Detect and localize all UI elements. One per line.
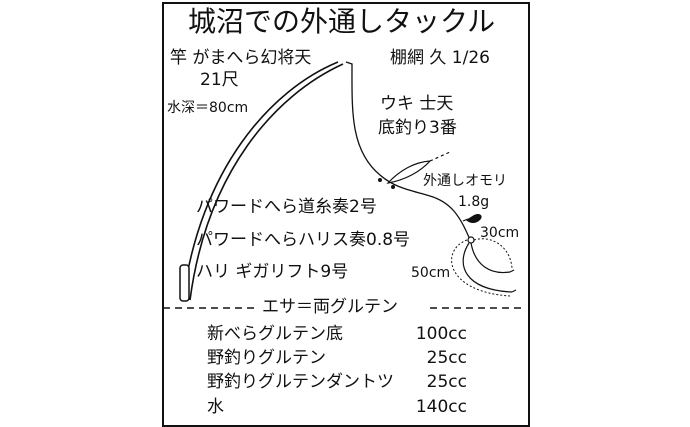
leader-label: パワードへらハリス奏0.8号: [196, 230, 411, 250]
mainline-label: パワードへら道糸奏2号: [196, 197, 377, 217]
rod-label: 竿 がまへら幻将天: [170, 48, 312, 68]
bait-item-name: 野釣りグルテン: [207, 348, 326, 368]
bait-heading: エサ＝両グルテン: [262, 297, 398, 317]
float-top-dashes: [429, 151, 451, 162]
sinker-weight: 1.8g: [458, 194, 490, 210]
sinker-icon: [466, 213, 482, 223]
rod-handle: [179, 264, 190, 302]
short-leader-length: 30cm: [480, 225, 520, 241]
rod-length: 21尺: [200, 70, 239, 90]
short-leader-dimension: [473, 238, 513, 269]
bait-item-amount: 140cc: [415, 397, 467, 417]
float-name: ウキ 士天: [380, 94, 454, 114]
diagram-frame: [162, 2, 530, 427]
long-leader-length: 50cm: [411, 265, 451, 281]
bait-item-amount: 25cc: [426, 348, 467, 368]
float-size: 底釣り3番: [378, 118, 457, 138]
bait-item-name: 野釣りグルテンダントツ: [207, 372, 394, 392]
stopper-bead: [391, 185, 395, 189]
hook-label: ハリ ギガリフト9号: [196, 262, 349, 282]
stopper-bead: [378, 178, 382, 182]
bait-item-amount: 25cc: [426, 372, 467, 392]
water-depth: 水深＝80cm: [167, 100, 249, 116]
bait-item-name: 水: [207, 397, 224, 417]
diagram-title: 城沼での外通しタックル: [188, 5, 496, 38]
swivel-icon: [467, 236, 475, 244]
bait-item-name: 新べらグルテン底: [207, 324, 343, 344]
author-date: 棚網 久 1/26: [390, 48, 490, 68]
hook-long: [511, 289, 517, 293]
hook-short: [509, 269, 515, 273]
rod-illustration: [182, 61, 344, 301]
sinker-label: 外通しオモリ: [423, 173, 507, 189]
bait-item-amount: 100cc: [415, 324, 467, 344]
short-leader: [470, 242, 511, 274]
long-leader: [462, 242, 513, 293]
long-leader-dimension: [451, 239, 511, 297]
